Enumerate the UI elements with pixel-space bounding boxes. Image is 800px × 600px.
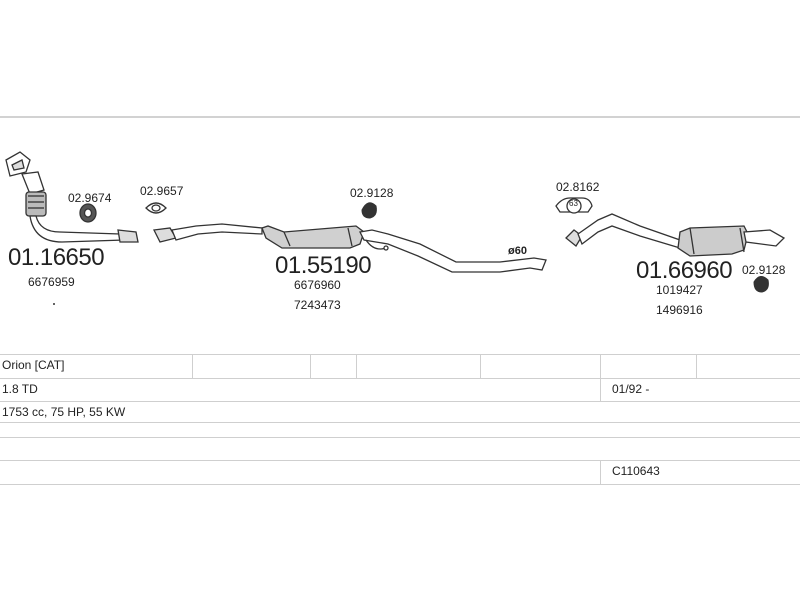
table-divider bbox=[600, 354, 601, 402]
gasket-2-number: 02.9657 bbox=[140, 184, 184, 198]
top-border bbox=[0, 116, 800, 118]
clamp-02-8162-part bbox=[555, 197, 593, 214]
table-line-3 bbox=[0, 401, 800, 402]
table-line-2 bbox=[0, 378, 800, 379]
rear-silencer-oe-1: 1019427 bbox=[656, 283, 703, 297]
gasket-02-9674-part bbox=[79, 203, 97, 223]
vehicle-engine: 1.8 TD bbox=[2, 382, 38, 396]
table-divider bbox=[192, 354, 193, 378]
table-divider bbox=[600, 460, 601, 484]
table-line-1 bbox=[0, 354, 800, 355]
downpipe-oe-1: 6676959 bbox=[28, 275, 75, 289]
mid-silencer-number: 01.55190 bbox=[275, 252, 372, 279]
mid-silencer-part bbox=[261, 225, 547, 273]
dot-mark bbox=[53, 303, 55, 305]
rear-silencer-oe-2: 1496916 bbox=[656, 303, 703, 317]
vehicle-date: 01/92 - bbox=[612, 382, 650, 396]
mount-2-number: 02.9128 bbox=[742, 263, 786, 277]
downpipe-number: 01.16650 bbox=[8, 244, 105, 271]
table-line-4 bbox=[0, 422, 800, 423]
front-pipe-part bbox=[153, 223, 263, 243]
mount-1-number: 02.9128 bbox=[350, 186, 394, 200]
table-line-7 bbox=[0, 484, 800, 485]
table-line-5 bbox=[0, 437, 800, 438]
vehicle-code: C110643 bbox=[612, 464, 660, 478]
table-divider bbox=[310, 354, 311, 378]
gasket-1-number: 02.9674 bbox=[68, 191, 112, 205]
table-divider bbox=[356, 354, 357, 378]
gasket-02-9657-part bbox=[145, 202, 167, 214]
downpipe-part bbox=[5, 151, 139, 243]
mid-silencer-oe-2: 7243473 bbox=[294, 298, 341, 312]
rear-silencer-number: 01.66960 bbox=[636, 257, 733, 284]
table-divider bbox=[480, 354, 481, 378]
pipe-diameter: ø60 bbox=[508, 245, 527, 257]
rear-silencer-part bbox=[565, 213, 786, 257]
mid-silencer-oe-1: 6676960 bbox=[294, 278, 341, 292]
clamp-size: 63 bbox=[569, 199, 578, 208]
vehicle-model: Orion [CAT] bbox=[2, 358, 65, 372]
clamp-number: 02.8162 bbox=[556, 180, 600, 194]
table-line-6 bbox=[0, 460, 800, 461]
vehicle-specs: 1753 cc, 75 HP, 55 KW bbox=[2, 405, 126, 419]
mount-02-9128-rear-part bbox=[753, 276, 769, 293]
mount-02-9128-mid-part bbox=[361, 202, 377, 219]
table-divider bbox=[696, 354, 697, 378]
